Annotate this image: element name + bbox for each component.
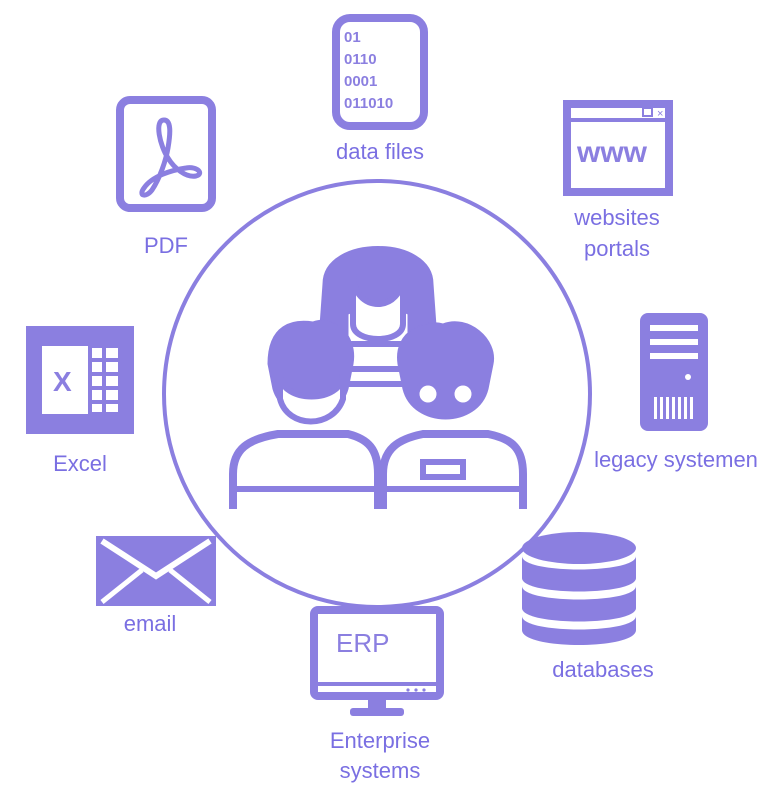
label-websites: websites — [574, 205, 660, 230]
pdf-icon — [116, 96, 216, 212]
label-legacy-systems: legacy systemen — [594, 447, 758, 472]
server-tower-icon — [640, 313, 708, 431]
label-databases: databases — [552, 657, 654, 682]
label-excel: Excel — [53, 451, 107, 476]
envelope-icon — [96, 536, 216, 606]
binary-file-icon: 01 0110 0001 011010 — [332, 14, 428, 130]
label-systems: systems — [339, 758, 421, 783]
label-pdf: PDF — [144, 233, 188, 258]
label-enterprise: Enterprise — [329, 728, 431, 753]
excel-x-text: X — [53, 366, 72, 397]
user-group-icon — [229, 246, 527, 509]
label-data-files: data files — [335, 139, 425, 164]
www-text: www — [576, 136, 648, 169]
database-icon — [522, 532, 636, 645]
browser-window-icon: × www — [563, 100, 673, 196]
binary-line-1: 01 — [344, 29, 361, 46]
erp-text: ERP — [336, 628, 389, 658]
label-portals: portals — [583, 236, 651, 261]
excel-icon: X — [26, 326, 134, 434]
binary-line-4: 011010 — [344, 95, 393, 112]
binary-line-3: 0001 — [344, 73, 377, 90]
monitor-icon: ERP — [310, 606, 444, 716]
binary-line-2: 0110 — [344, 51, 377, 68]
label-email: email — [123, 611, 177, 636]
svg-text:×: × — [657, 108, 663, 120]
